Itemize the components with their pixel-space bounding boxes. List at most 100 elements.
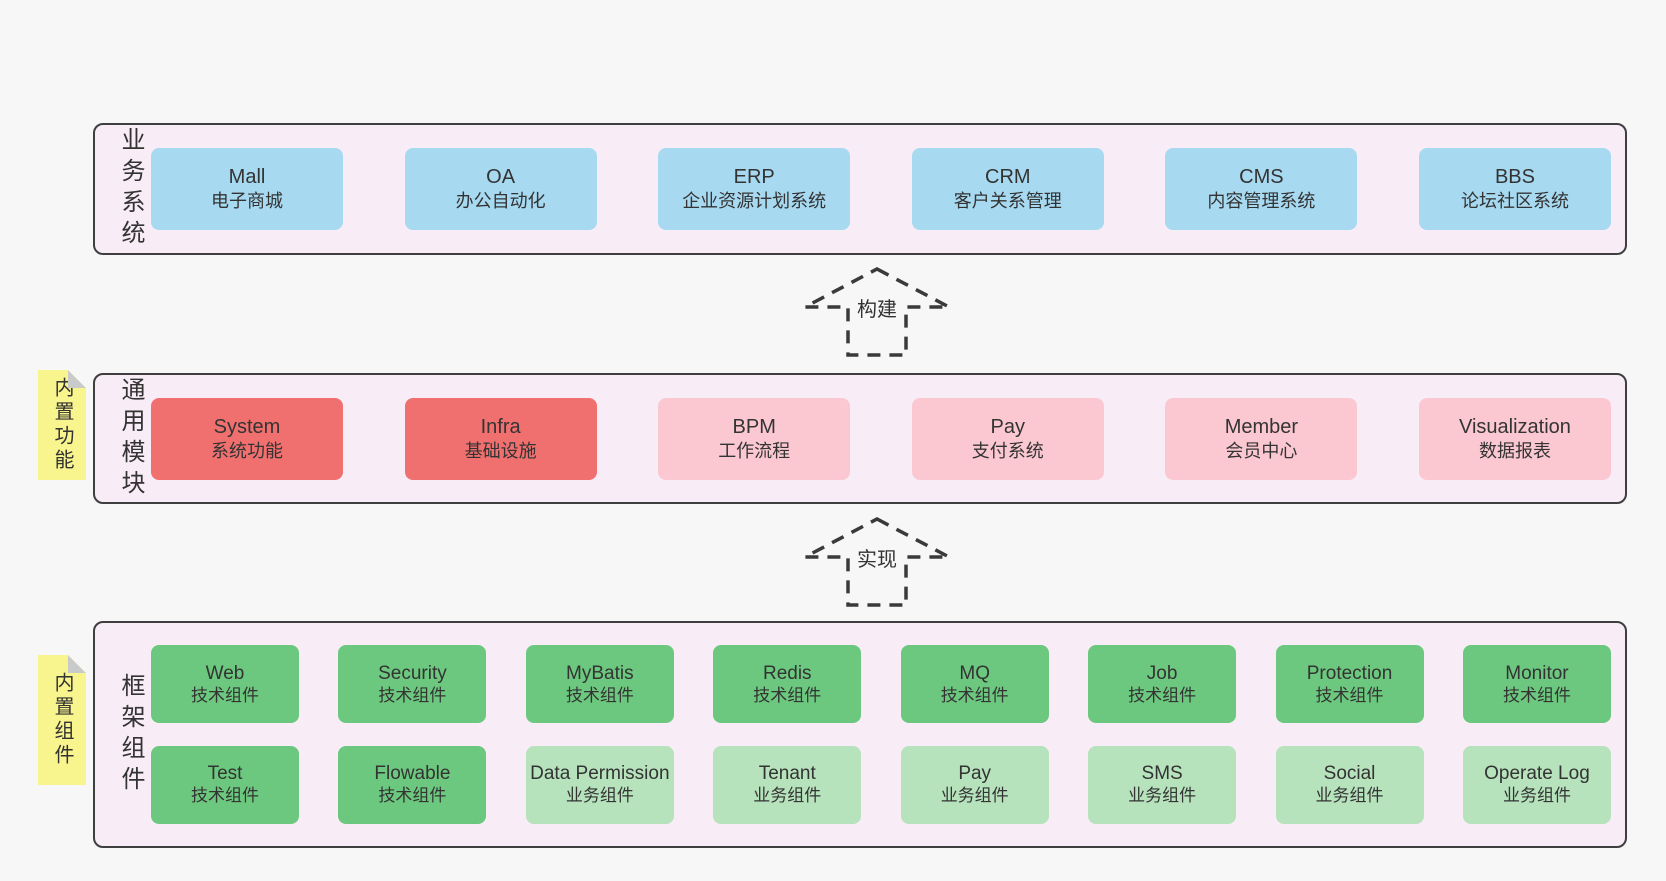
box-title: Data Permission [530, 763, 670, 785]
band-rows: System 系统功能 Infra 基础设施 BPM 工作流程 Pay 支付系统… [151, 375, 1611, 502]
box-flowable: Flowable 技术组件 [338, 745, 487, 824]
box-monitor: Monitor 技术组件 [1462, 645, 1611, 724]
box-sms: SMS 业务组件 [1088, 745, 1237, 824]
box-title: Mall [228, 166, 266, 189]
box-row: Mall 电子商城 OA 办公自动化 ERP 企业资源计划系统 CRM 客户关系… [151, 148, 1611, 230]
box-title: CMS [1239, 166, 1284, 189]
box-member: Member 会员中心 [1165, 397, 1358, 480]
box-security: Security 技术组件 [338, 645, 487, 724]
folded-corner-icon [68, 655, 86, 673]
box-operate-log: Operate Log 业务组件 [1462, 745, 1611, 824]
box-title: MQ [959, 662, 990, 684]
box-subtitle: 技术组件 [565, 685, 634, 705]
box-row-tech: Web 技术组件 Security 技术组件 MyBatis 技术组件 Redi… [151, 645, 1611, 724]
folded-corner-icon [68, 370, 86, 388]
box-subtitle: 数据报表 [1478, 440, 1551, 461]
box-title: Visualization [1459, 415, 1571, 438]
box-title: Monitor [1505, 662, 1569, 684]
box-title: ERP [733, 166, 775, 189]
box-crm: CRM 客户关系管理 [911, 148, 1104, 230]
box-subtitle: 技术组件 [191, 685, 259, 705]
box-bpm: BPM 工作流程 [658, 397, 851, 480]
box-subtitle: 工作流程 [718, 440, 791, 461]
box-visualization: Visualization 数据报表 [1418, 397, 1611, 480]
box-subtitle: 企业资源计划系统 [682, 191, 827, 212]
arrow-build: 构建 [802, 266, 952, 358]
box-title: Redis [762, 662, 812, 684]
box-title: Tenant [758, 763, 816, 785]
box-subtitle: 技术组件 [1128, 685, 1197, 705]
box-title: BPM [732, 415, 776, 438]
box-mybatis: MyBatis 技术组件 [525, 645, 674, 724]
box-title: Pay [990, 415, 1026, 438]
sticky-note-built-in-features: 内置功能 [38, 370, 86, 480]
box-social: Social 业务组件 [1275, 745, 1424, 824]
box-subtitle: 技术组件 [940, 685, 1009, 705]
band-framework-components: 框架组件 Web 技术组件 Security 技术组件 MyBatis 技术组件… [93, 621, 1627, 848]
band-rows: Web 技术组件 Security 技术组件 MyBatis 技术组件 Redi… [151, 623, 1611, 846]
box-pay-component: Pay 业务组件 [900, 745, 1049, 824]
box-bbs: BBS 论坛社区系统 [1418, 148, 1611, 230]
box-subtitle: 会员中心 [1225, 440, 1298, 461]
box-cms: CMS 内容管理系统 [1165, 148, 1358, 230]
box-title: Protection [1306, 662, 1393, 684]
band-label-business-systems: 业务系统 [117, 127, 144, 251]
band-rows: Mall 电子商城 OA 办公自动化 ERP 企业资源计划系统 CRM 客户关系… [151, 125, 1611, 253]
box-subtitle: 业务组件 [1315, 785, 1384, 805]
box-subtitle: 业务组件 [753, 785, 822, 805]
box-title: Web [205, 662, 245, 684]
box-subtitle: 技术组件 [378, 785, 447, 805]
box-erp: ERP 企业资源计划系统 [658, 148, 851, 230]
dashed-up-arrow-icon [804, 267, 950, 357]
box-row: System 系统功能 Infra 基础设施 BPM 工作流程 Pay 支付系统… [151, 397, 1611, 480]
arrow-label: 实现 [854, 543, 900, 572]
box-title: Pay [958, 763, 992, 785]
box-subtitle: 业务组件 [940, 785, 1009, 805]
dashed-up-arrow-icon [804, 517, 950, 607]
box-web: Web 技术组件 [151, 645, 299, 724]
box-subtitle: 系统功能 [211, 440, 283, 461]
band-common-modules: 通用模块 System 系统功能 Infra 基础设施 BPM 工作流程 Pay… [93, 373, 1627, 504]
box-protection: Protection 技术组件 [1275, 645, 1424, 724]
box-subtitle: 论坛社区系统 [1460, 191, 1569, 212]
box-subtitle: 支付系统 [971, 440, 1044, 461]
box-title: Member [1224, 415, 1299, 438]
box-title: Social [1323, 763, 1376, 785]
box-subtitle: 技术组件 [191, 785, 259, 805]
box-subtitle: 客户关系管理 [953, 191, 1062, 212]
box-subtitle: 技术组件 [378, 685, 447, 705]
band-label-common-modules: 通用模块 [117, 376, 144, 501]
box-title: SMS [1141, 763, 1183, 785]
sticky-note-text: 内置组件 [51, 672, 73, 768]
box-subtitle: 业务组件 [1502, 785, 1571, 805]
box-title: Flowable [374, 763, 451, 785]
box-subtitle: 技术组件 [1315, 685, 1384, 705]
box-subtitle: 业务组件 [565, 785, 634, 805]
box-title: MyBatis [566, 662, 634, 684]
box-subtitle: 电子商城 [211, 191, 283, 212]
box-infra: Infra 基础设施 [404, 397, 597, 480]
box-title: BBS [1494, 166, 1535, 189]
box-title: OA [486, 166, 516, 189]
box-title: Test [207, 763, 243, 785]
box-title: CRM [985, 166, 1031, 189]
box-title: Job [1146, 662, 1178, 684]
arrow-label: 构建 [854, 293, 900, 322]
sticky-note-built-in-components: 内置组件 [38, 655, 86, 785]
band-label-framework-components: 框架组件 [117, 672, 144, 797]
box-row-biz: Test 技术组件 Flowable 技术组件 Data Permission … [151, 745, 1611, 824]
box-subtitle: 技术组件 [753, 685, 822, 705]
box-mq: MQ 技术组件 [900, 645, 1049, 724]
band-business-systems: 业务系统 Mall 电子商城 OA 办公自动化 ERP 企业资源计划系统 CRM… [93, 123, 1627, 255]
box-oa: OA 办公自动化 [404, 148, 597, 230]
box-subtitle: 内容管理系统 [1207, 191, 1316, 212]
box-job: Job 技术组件 [1088, 645, 1237, 724]
box-title: System [213, 415, 281, 438]
box-redis: Redis 技术组件 [713, 645, 862, 724]
box-subtitle: 办公自动化 [455, 191, 546, 212]
box-system: System 系统功能 [151, 397, 343, 480]
box-subtitle: 业务组件 [1128, 785, 1197, 805]
box-title: Infra [480, 415, 521, 438]
sticky-note-text: 内置功能 [51, 377, 73, 473]
